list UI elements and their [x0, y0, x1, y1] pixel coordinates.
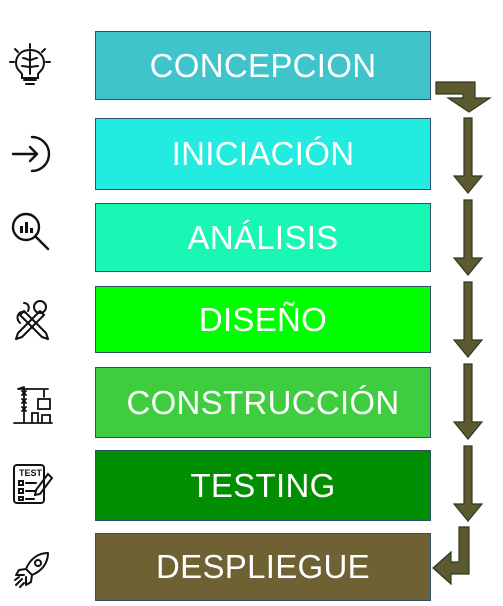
test-icon-text: TEST: [19, 468, 43, 478]
down-arrow-5: [452, 445, 484, 522]
down-arrow-2: [452, 199, 484, 276]
construction-crane-icon: [13, 386, 53, 424]
bent-arrow-down: [435, 81, 492, 113]
stage-box-despliegue: DESPLIEGUE: [95, 533, 431, 601]
stage-label-analisis: ANÁLISIS: [187, 218, 339, 256]
stage-label-diseno: DISEÑO: [198, 300, 328, 338]
down-arrow-4: [452, 363, 484, 440]
stage-box-diseno: DISEÑO: [95, 286, 431, 353]
stage-box-concepcion: CONCEPCION: [95, 31, 431, 100]
stage-box-construccion: CONSTRUCCIÓN: [95, 367, 431, 438]
down-arrow-3: [452, 281, 484, 358]
stage-box-iniciacion: INICIACIÓN: [95, 118, 431, 190]
stage-label-construccion: CONSTRUCCIÓN: [126, 383, 400, 421]
stage-label-testing: TESTING: [190, 466, 336, 504]
stage-label-despliegue: DESPLIEGUE: [156, 548, 370, 585]
stage-label-concepcion: CONCEPCION: [149, 46, 377, 84]
stage-box-analisis: ANÁLISIS: [95, 203, 431, 272]
enter-arrow-icon: [11, 135, 51, 173]
stage-box-testing: TESTING: [95, 450, 431, 521]
lightbulb-brain-icon: [9, 43, 51, 85]
down-arrow-1: [452, 117, 484, 194]
magnifier-chart-icon: [11, 212, 50, 251]
rocket-icon: [14, 552, 49, 588]
test-checklist-icon: TEST: [13, 464, 54, 504]
design-tools-icon: [15, 300, 49, 340]
return-arrow-left: [432, 526, 470, 586]
stage-label-iniciacion: INICIACIÓN: [171, 135, 355, 172]
